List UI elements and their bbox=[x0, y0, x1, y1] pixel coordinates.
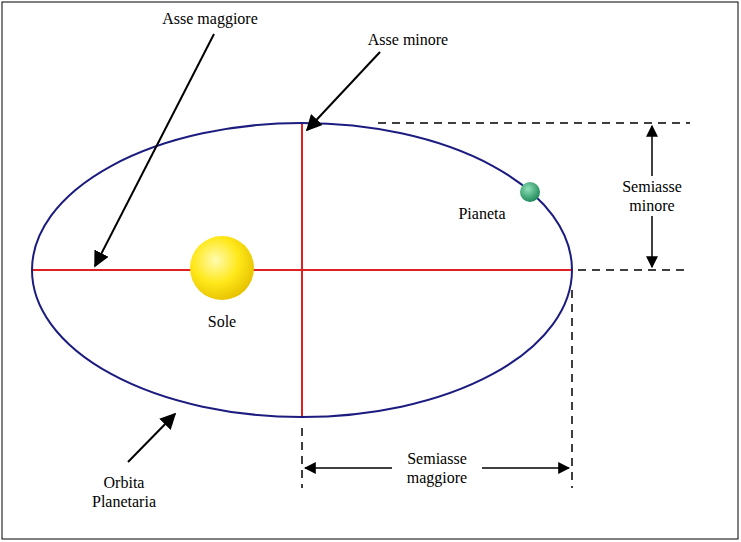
orbit-label: Orbita Planetaria bbox=[79, 473, 169, 511]
body-label: Sole bbox=[192, 312, 252, 331]
planet bbox=[520, 182, 540, 202]
dashed-guide bbox=[578, 269, 690, 271]
dashed-guide bbox=[571, 290, 573, 488]
axis-label: Asse minore bbox=[343, 30, 473, 49]
body-label: Pianeta bbox=[442, 204, 522, 223]
dimension-label: Semiasse maggiore bbox=[392, 448, 482, 488]
orbit-ellipse bbox=[32, 123, 572, 417]
leader-line bbox=[307, 52, 380, 130]
axis-label: Asse maggiore bbox=[130, 9, 290, 28]
minor-axis bbox=[301, 124, 303, 416]
dimension-label: Semiasse minore bbox=[607, 176, 697, 216]
dashed-guide bbox=[378, 122, 690, 124]
sun bbox=[190, 236, 254, 300]
leader-line bbox=[128, 414, 175, 462]
leader-line bbox=[95, 34, 214, 266]
dashed-guide bbox=[301, 428, 303, 488]
